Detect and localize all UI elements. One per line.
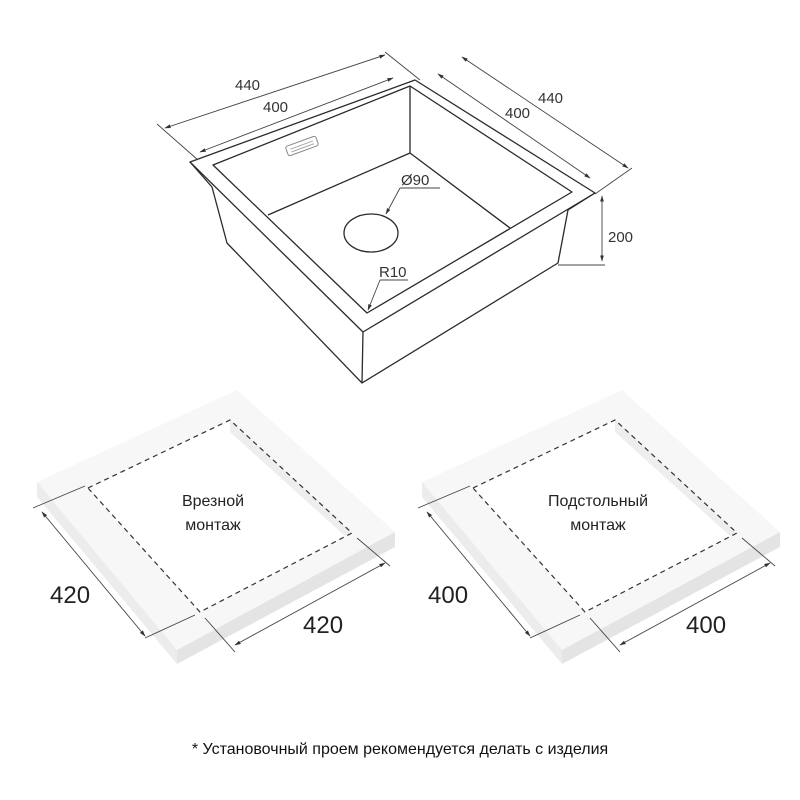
- sink-width-inner: 400: [263, 99, 288, 116]
- footnote: * Установочный проем рекомендуется делат…: [192, 741, 608, 758]
- cutout-dim-left: 400: [428, 582, 468, 609]
- cutout-undermount: [417, 390, 780, 664]
- overflow-icon: [285, 135, 319, 157]
- sink-depth-inner: 400: [505, 105, 530, 122]
- sink-depth-outer: 440: [538, 90, 563, 107]
- sink-dimensions: [156, 51, 633, 311]
- cutout-dim-right: 400: [686, 612, 726, 639]
- cutout-dim-left: 420: [50, 582, 90, 609]
- cutout-inset: [32, 390, 395, 664]
- cutout-label-line2: монтаж: [185, 517, 241, 534]
- cutout-label-line1: Врезной: [182, 493, 244, 510]
- cutout-label-line2: монтаж: [570, 517, 626, 534]
- sink-width-outer: 440: [235, 77, 260, 94]
- drain-diameter: Ø90: [401, 172, 429, 189]
- cutout-dim-right: 420: [303, 612, 343, 639]
- drain-hole: [343, 213, 399, 253]
- cutout-label-line1: Подстольный: [548, 493, 648, 510]
- sink-body: [189, 79, 596, 384]
- sink-height: 200: [608, 229, 633, 246]
- corner-radius: R10: [379, 264, 407, 281]
